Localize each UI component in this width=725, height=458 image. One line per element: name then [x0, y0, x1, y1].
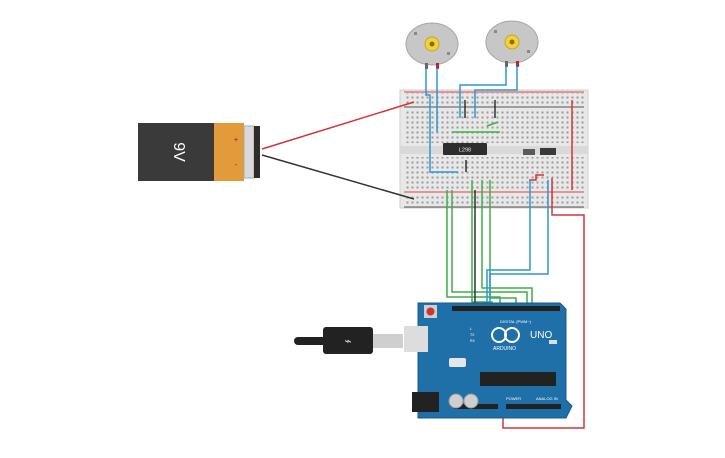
battery-wires[interactable]: [261, 101, 415, 200]
breadboard[interactable]: [399, 89, 589, 209]
arduino-l-label: L: [470, 327, 472, 331]
battery-minus-label: -: [235, 162, 238, 169]
battery-9v[interactable]: 9V + -: [138, 123, 260, 181]
arduino-digital-label: DIGITAL (PWM~): [500, 319, 532, 324]
arduino-rx-label: RX: [470, 339, 476, 343]
motor-left[interactable]: [405, 22, 459, 69]
usb-symbol: ⌁: [344, 334, 351, 348]
battery-label: 9V: [170, 142, 187, 162]
motor-wires[interactable]: [425, 66, 518, 173]
motor-right[interactable]: [485, 20, 539, 67]
arduino-model: UNO: [530, 330, 552, 341]
battery-plus-label: +: [234, 137, 238, 144]
breadboard-jumpers[interactable]: [452, 100, 573, 190]
breadboard-component[interactable]: [523, 148, 556, 155]
arduino-analog-label: ANALOG IN: [536, 396, 558, 401]
arduino-uno[interactable]: UNO ARDUINO DIGITAL (PWM~) POWER ANALOG …: [404, 302, 573, 419]
usb-cable[interactable]: ⌁: [294, 327, 403, 354]
arduino-brand: ARDUINO: [493, 346, 516, 352]
arduino-tx-label: TX: [470, 333, 475, 337]
arduino-power-label: POWER: [506, 396, 521, 401]
driver-chip[interactable]: L298: [443, 143, 487, 155]
driver-chip-label: L298: [459, 148, 471, 154]
